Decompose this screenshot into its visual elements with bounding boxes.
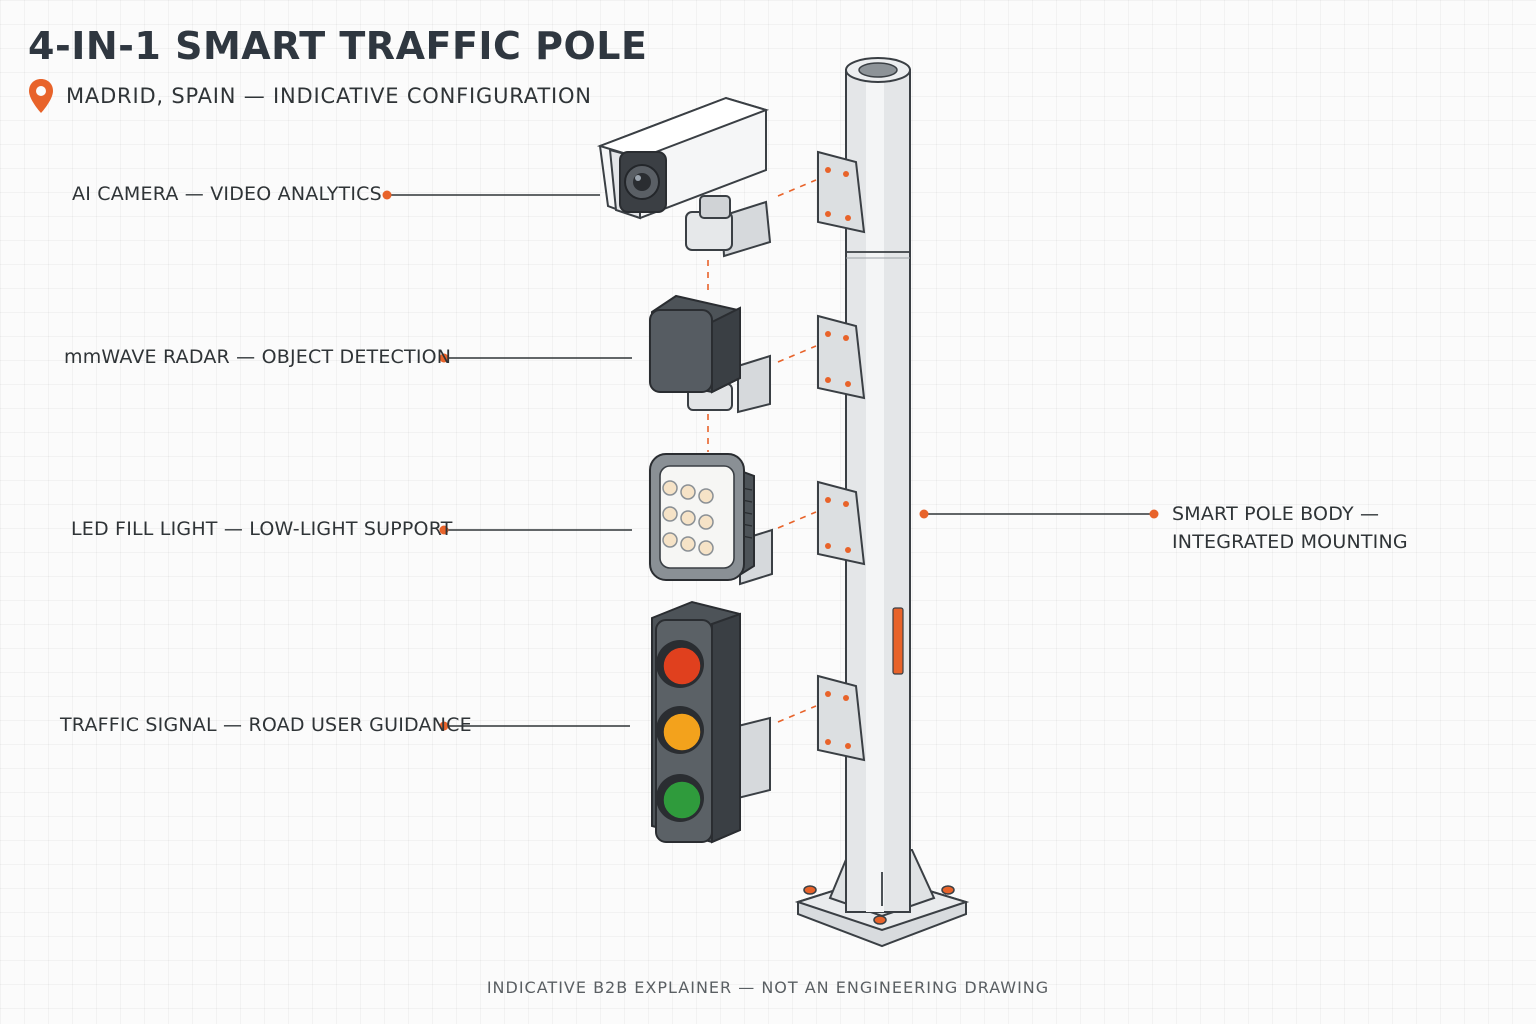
radar-label: mmWAVE RADAR — OBJECT DETECTION: [64, 346, 452, 368]
bracket-bottom: [817, 674, 866, 762]
pole-brackets: [817, 150, 866, 762]
signal-connector: [777, 705, 817, 723]
traffic-light-icon: [651, 600, 771, 844]
anchor-bolts: [803, 885, 955, 925]
cctv-camera-icon: [596, 96, 772, 258]
radar-leader-dot: [439, 353, 449, 363]
pole-leader-dot-left: [919, 509, 929, 519]
led-light-icon: [649, 453, 773, 586]
access-hatch: [892, 607, 904, 675]
fill-light-label: LED FILL LIGHT — LOW-LIGHT SUPPORT: [71, 518, 453, 540]
camera-label: AI CAMERA — VIDEO ANALYTICS: [72, 183, 382, 205]
bracket-upper-middle: [817, 314, 866, 400]
camera-leader-dot: [382, 190, 392, 200]
signal-leader-dot: [439, 721, 449, 731]
pole-leader-dot-right: [1149, 509, 1159, 519]
radar-connector: [777, 345, 817, 363]
bracket-top: [817, 150, 866, 234]
pole-label-line2: INTEGRATED MOUNTING: [1172, 531, 1408, 553]
bracket-lower-middle: [817, 480, 866, 566]
radar-sensor-icon: [649, 294, 771, 414]
camera-connector: [777, 179, 817, 197]
pole-label: SMART POLE BODY — INTEGRATED MOUNTING: [1172, 500, 1408, 556]
dashed-connectors: [707, 179, 817, 723]
footer-disclaimer: INDICATIVE B2B EXPLAINER — NOT AN ENGINE…: [486, 978, 1050, 997]
page-title: 4-IN-1 SMART TRAFFIC POLE: [28, 24, 648, 68]
leader-dots: [382, 190, 1159, 731]
map-pin-icon: [29, 79, 53, 113]
page-subtitle: MADRID, SPAIN — INDICATIVE CONFIGURATION: [66, 84, 592, 108]
leader-lines: [387, 194, 1154, 727]
fill-light-leader-dot: [439, 525, 449, 535]
pole-label-line1: SMART POLE BODY —: [1172, 503, 1380, 525]
fill-light-connector: [777, 511, 817, 529]
signal-label: TRAFFIC SIGNAL — ROAD USER GUIDANCE: [60, 714, 472, 736]
subtitle-row: MADRID, SPAIN — INDICATIVE CONFIGURATION: [28, 78, 592, 114]
